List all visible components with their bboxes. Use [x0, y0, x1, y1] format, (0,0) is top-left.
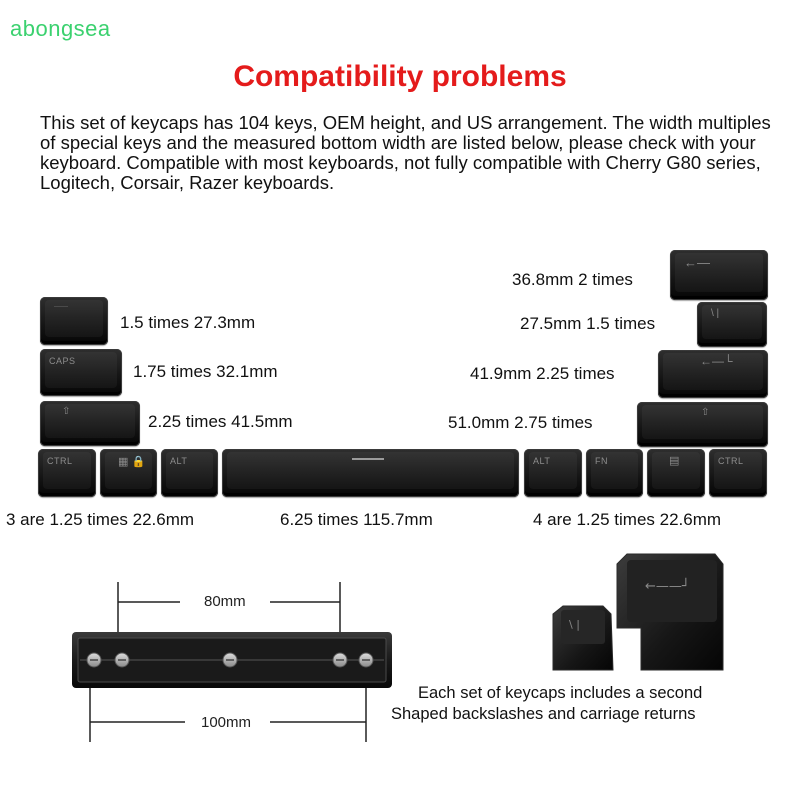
key-1-5u: ——	[40, 297, 108, 345]
alt-legend: ALT	[533, 456, 551, 466]
fn-legend: FN	[595, 456, 608, 466]
key-2-25u-enter: ←—└	[658, 350, 768, 398]
key-1-75u-label: 1.75 times 32.1mm	[133, 362, 278, 381]
ctrl-legend: CTRL	[718, 456, 744, 466]
key-1-5u-label: 1.5 times 27.3mm	[120, 313, 256, 332]
backslash-icon: \ |	[569, 618, 580, 631]
key-2-25u-label: 2.25 times 41.5mm	[148, 412, 293, 431]
key-left-alt: ALT	[161, 449, 218, 497]
enter-arrow-icon: ←—└	[700, 354, 733, 368]
left-modifiers-label: 3 are 1.25 times 22.6mm	[6, 510, 195, 529]
spacebar-underside-diagram	[72, 582, 392, 742]
measure-100mm-label: 100mm	[197, 714, 256, 731]
menu-icon: ▤	[669, 455, 680, 467]
key-right-ctrl: CTRL	[709, 449, 767, 497]
description-text: This set of keycaps has 104 keys, OEM he…	[40, 112, 771, 193]
extras-note-line1: Each set of keycaps includes a second	[418, 684, 703, 702]
up-arrow-icon: ⇧	[62, 406, 71, 417]
key-2u-label: 36.8mm 2 times	[512, 270, 633, 289]
up-arrow-icon: ⇧	[701, 407, 710, 418]
watermark: abongsea	[10, 16, 111, 41]
page-title: Compatibility problems	[233, 60, 567, 93]
key-menu: ▤	[647, 449, 705, 497]
windows-lock-icon: ▦ 🔒	[118, 456, 146, 468]
measure-80mm-label: 80mm	[200, 593, 250, 610]
key-2-25u-shift: ⇧	[40, 401, 140, 446]
enter-arrow-icon: ←——┘	[645, 577, 690, 594]
key-spacebar	[222, 449, 519, 497]
spacebar-label: 6.25 times 115.7mm	[280, 510, 433, 529]
tab-glyph: ——	[54, 303, 68, 310]
alt-legend: ALT	[170, 456, 188, 466]
key-1-75u-caps: CAPS	[40, 349, 122, 396]
backslash-icon: \ |	[711, 308, 720, 319]
stabilizer-posts	[86, 652, 374, 668]
key-1-5u-right-label: 27.5mm 1.5 times	[520, 314, 656, 333]
key-1-5u-backslash: \ |	[697, 302, 767, 347]
extra-keycaps-illustration: \ | ←——┘	[552, 553, 724, 671]
key-2u-backspace: ←—	[670, 250, 768, 300]
key-right-alt: ALT	[524, 449, 582, 497]
right-modifiers-label: 4 are 1.25 times 22.6mm	[533, 510, 722, 529]
left-arrow-icon: ←—	[684, 255, 710, 270]
key-2-25u-right-label: 41.9mm 2.25 times	[470, 364, 615, 383]
spacebar-bar	[352, 458, 384, 460]
key-left-ctrl: CTRL	[38, 449, 96, 497]
key-2-75u-label: 51.0mm 2.75 times	[448, 413, 593, 432]
key-2-75u-shift: ⇧	[637, 402, 768, 447]
extras-note-line2: Shaped backslashes and carriage returns	[391, 705, 696, 723]
caps-legend: CAPS	[49, 356, 76, 366]
key-fn: FN	[586, 449, 643, 497]
ctrl-legend: CTRL	[47, 456, 73, 466]
key-left-win: ▦ 🔒	[100, 449, 157, 497]
